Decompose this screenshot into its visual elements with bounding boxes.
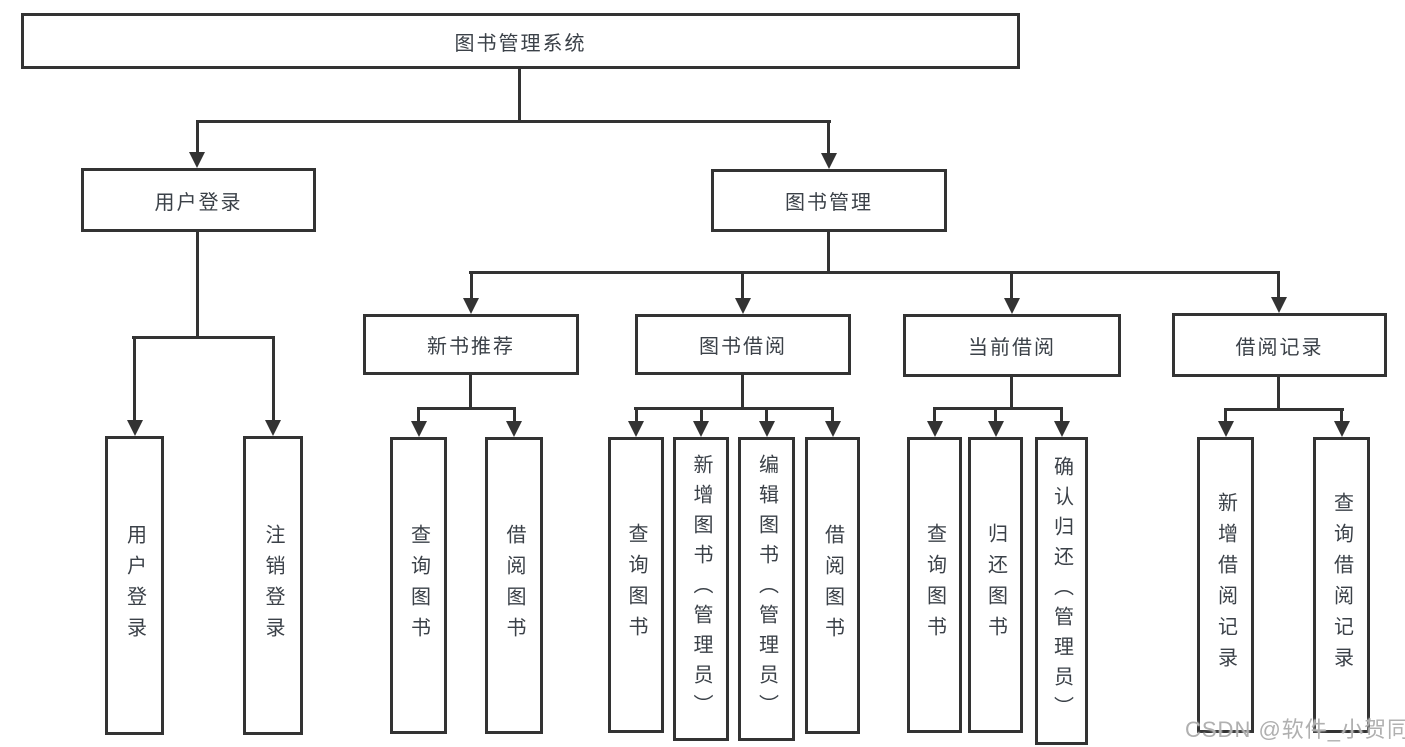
connector-bookmgmt-stem — [827, 232, 830, 274]
connector-root-stem — [518, 69, 521, 121]
connector-drop — [417, 407, 420, 423]
arrowhead-down-icon — [265, 420, 281, 436]
connector-drop — [470, 271, 473, 300]
connector-drop — [1010, 271, 1013, 300]
leaf-recommend-borrow-books: 借阅图书 — [485, 437, 543, 734]
leaf-current-return-books: 归还图书 — [968, 437, 1023, 733]
arrowhead-down-icon — [988, 421, 1004, 437]
arrowhead-down-icon — [628, 421, 644, 437]
leaf-current-confirm-return-admin: 确认归还（管理员） — [1035, 437, 1088, 745]
connector-userlogin-stem — [196, 232, 199, 338]
connector-level2-rail — [196, 120, 831, 123]
connector-borrowrecord-rail — [1224, 408, 1344, 411]
connector-drop — [1277, 271, 1280, 299]
leaf-user-login: 用户登录 — [105, 436, 164, 735]
connector-userlogin-rail — [132, 336, 275, 339]
arrowhead-down-icon — [1334, 421, 1350, 437]
leaf-record-query: 查询借阅记录 — [1313, 437, 1370, 733]
leaf-recommend-query-books: 查询图书 — [390, 437, 447, 734]
connector-level3-rail — [469, 271, 1280, 274]
connector-drop — [765, 407, 768, 423]
arrowhead-down-icon — [1004, 298, 1020, 314]
node-book-management: 图书管理 — [711, 169, 947, 232]
arrowhead-down-icon — [825, 421, 841, 437]
node-borrow-record: 借阅记录 — [1172, 313, 1387, 377]
arrowhead-down-icon — [1271, 297, 1287, 313]
arrowhead-down-icon — [127, 420, 143, 436]
connector-drop — [1340, 408, 1343, 423]
connector-bookborrow-rail — [634, 407, 834, 410]
connector-drop — [635, 407, 638, 423]
connector-drop — [1224, 408, 1227, 423]
leaf-borrow-edit-books-admin: 编辑图书（管理员） — [738, 437, 795, 741]
connector-drop — [994, 407, 997, 423]
connector-borrowrecord-stem — [1277, 377, 1280, 411]
arrowhead-down-icon — [411, 421, 427, 437]
node-user-login: 用户登录 — [81, 168, 316, 232]
node-new-book-recommend: 新书推荐 — [363, 314, 579, 375]
connector-drop — [133, 336, 136, 422]
arrowhead-down-icon — [759, 421, 775, 437]
connector-drop — [196, 120, 199, 153]
connector-newbook-stem — [469, 375, 472, 409]
arrowhead-down-icon — [463, 298, 479, 314]
arrowhead-down-icon — [189, 152, 205, 168]
node-current-borrow: 当前借阅 — [903, 314, 1121, 377]
arrowhead-down-icon — [821, 153, 837, 169]
connector-drop — [827, 120, 830, 154]
leaf-record-add: 新增借阅记录 — [1197, 437, 1254, 733]
connector-bookborrow-stem — [741, 375, 744, 409]
arrowhead-down-icon — [1054, 421, 1070, 437]
connector-drop — [700, 407, 703, 423]
connector-drop — [933, 407, 936, 423]
arrowhead-down-icon — [927, 421, 943, 437]
connector-drop — [1060, 407, 1063, 423]
connector-drop — [741, 271, 744, 300]
arrowhead-down-icon — [693, 421, 709, 437]
connector-currentborrow-stem — [1010, 377, 1013, 409]
arrowhead-down-icon — [506, 421, 522, 437]
csdn-watermark: CSDN @软件_小贺同学 — [1185, 717, 1405, 742]
arrowhead-down-icon — [735, 298, 751, 314]
arrowhead-down-icon — [1218, 421, 1234, 437]
connector-drop — [272, 336, 275, 422]
connector-newbook-rail — [417, 407, 516, 410]
connector-drop — [513, 407, 516, 423]
leaf-logout: 注销登录 — [243, 436, 303, 735]
node-book-borrow: 图书借阅 — [635, 314, 851, 375]
connector-drop — [831, 407, 834, 423]
leaf-borrow-query-books: 查询图书 — [608, 437, 664, 733]
leaf-current-query-books: 查询图书 — [907, 437, 962, 733]
connector-currentborrow-rail — [933, 407, 1063, 410]
leaf-borrow-borrow-books: 借阅图书 — [805, 437, 860, 734]
node-root: 图书管理系统 — [21, 13, 1020, 69]
leaf-borrow-add-books-admin: 新增图书（管理员） — [673, 437, 729, 741]
